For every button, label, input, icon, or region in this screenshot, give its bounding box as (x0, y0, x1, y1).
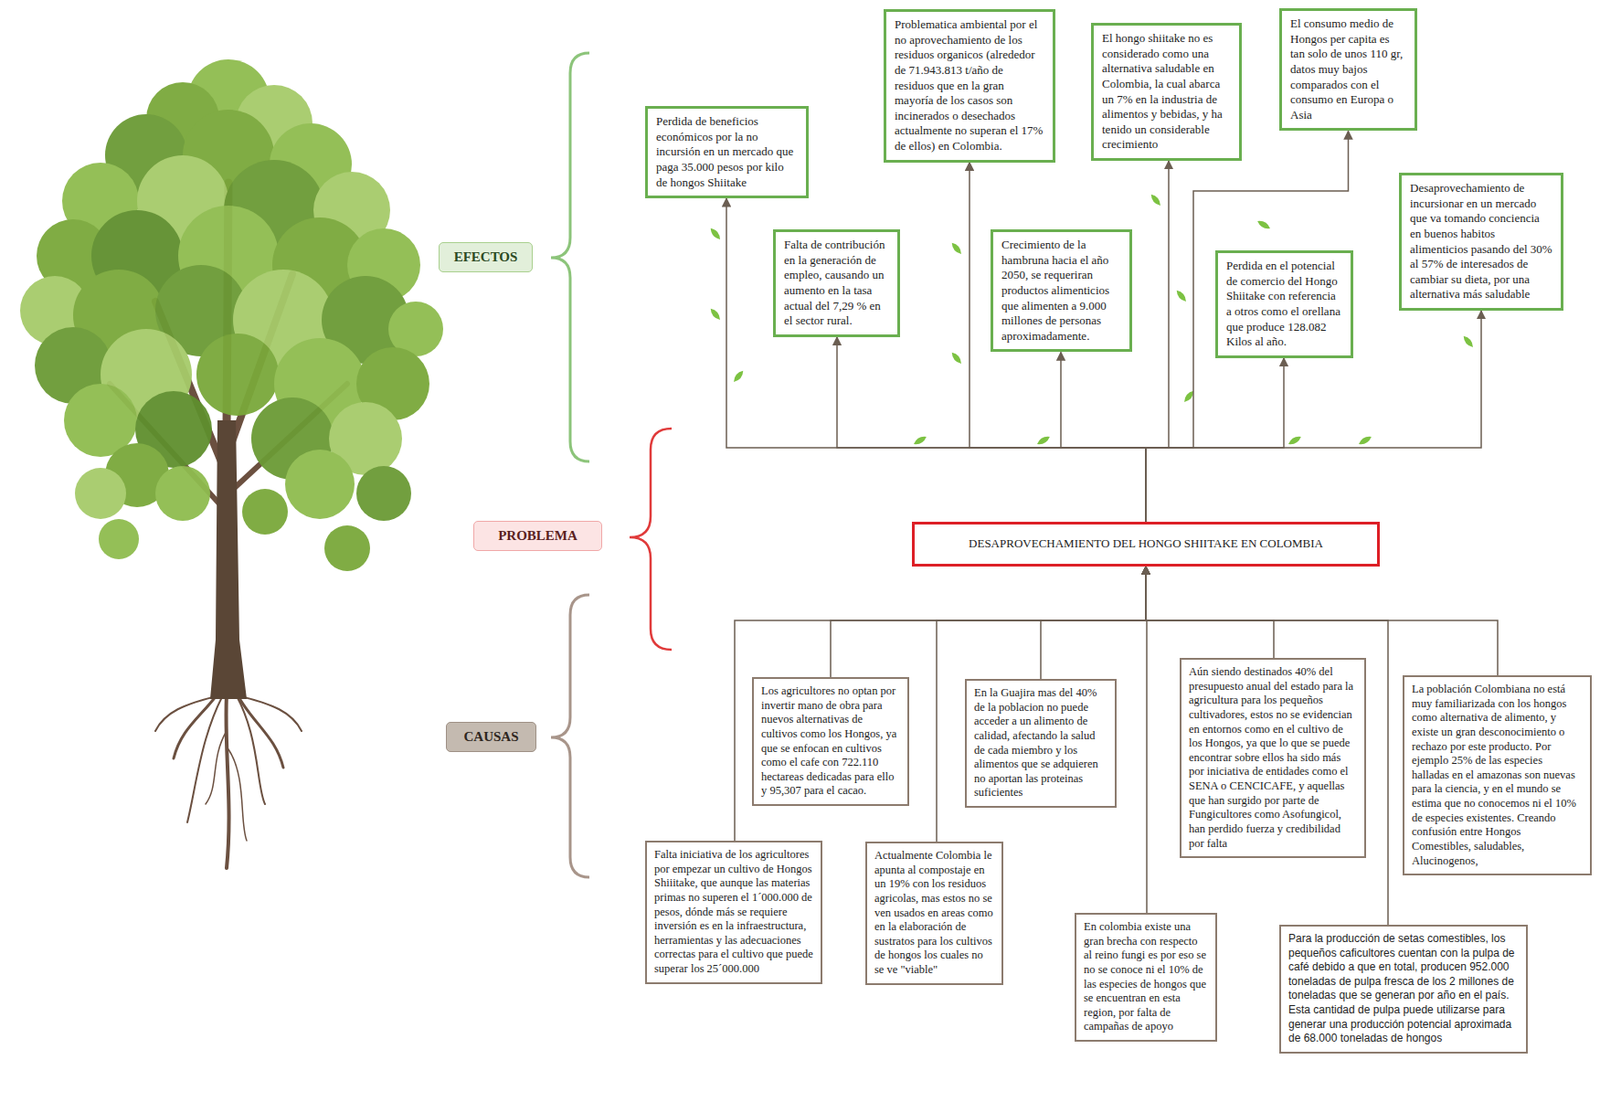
connector-arrow (726, 198, 1146, 522)
box-text: CAUSAS (452, 729, 530, 745)
effect-box: Desaprovechamiento de incursionar en un … (1398, 172, 1564, 311)
cause-box: En colombia existe una gran brecha con r… (1074, 912, 1218, 1042)
cause-box: Aún siendo destinados 40% del presupuest… (1179, 657, 1367, 859)
section-label: EFECTOS (438, 242, 533, 273)
box-text: Desaprovechamiento de incursionar en un … (1409, 180, 1553, 303)
connector-arrow (1145, 358, 1284, 522)
box-text: Actualmente Colombia le apunta al compos… (874, 848, 995, 978)
box-text: DESAPROVECHAMIENTO DEL HONGO SHIITAKE EN… (923, 536, 1368, 552)
cause-box: Actualmente Colombia le apunta al compos… (865, 841, 1004, 986)
effect-box: El hongo shiitake no es considerado como… (1091, 22, 1242, 161)
box-text: Problematica ambiental por el no aprovec… (894, 17, 1045, 155)
cause-box: En la Guajira mas del 40% de la poblacio… (964, 678, 1117, 808)
box-text: En colombia existe una gran brecha con r… (1083, 920, 1208, 1035)
cause-box: La población Colombiana no está muy fami… (1402, 675, 1592, 876)
effect-box: Falta de contribución en la generación d… (773, 229, 901, 338)
box-text: La población Colombiana no está muy fami… (1411, 682, 1583, 869)
effect-box: Problematica ambiental por el no aprovec… (883, 9, 1056, 163)
box-text: Falta iniciativa de los agricultores por… (654, 847, 814, 977)
connector-arrow (1060, 351, 1146, 522)
effects-bracket (550, 52, 590, 462)
connector-arrow (1145, 566, 1274, 658)
connector-arrow (1145, 160, 1169, 522)
section-label: PROBLEMA (473, 520, 603, 551)
connector-arrow (936, 566, 1146, 842)
effect-box: Crecimiento de la hambruna hacia el año … (990, 229, 1133, 352)
box-text: PROBLEMA (479, 528, 596, 544)
connector-arrow (969, 162, 1146, 522)
connector-arrow (830, 566, 1146, 678)
section-label: CAUSAS (445, 721, 537, 753)
box-text: El consumo medio de Hongos per capita es… (1290, 16, 1407, 123)
leaf-decorations (708, 192, 1475, 447)
connector-arrow (837, 337, 1146, 522)
box-text: EFECTOS (445, 249, 527, 265)
problem-box: DESAPROVECHAMIENTO DEL HONGO SHIITAKE EN… (911, 521, 1380, 567)
connector-arrow (1145, 130, 1349, 522)
box-text: El hongo shiitake no es considerado como… (1101, 31, 1231, 153)
cause-box: Falta iniciativa de los agricultores por… (645, 840, 823, 985)
box-text: Aún siendo destinados 40% del presupuest… (1188, 665, 1357, 851)
effect-box: Perdida de beneficios económicos por la … (645, 105, 809, 199)
box-text: Perdida de beneficios económicos por la … (656, 114, 798, 191)
cause-box: Los agricultores no optan por invertir m… (752, 677, 910, 806)
tree-illustration (0, 0, 457, 914)
effect-box: El consumo medio de Hongos per capita es… (1279, 8, 1418, 131)
causes-bracket (550, 594, 590, 878)
connector-arrow (1040, 566, 1146, 679)
box-text: En la Guajira mas del 40% de la poblacio… (974, 686, 1108, 801)
box-text: Los agricultores no optan por invertir m… (761, 684, 901, 799)
problem-bracket (629, 428, 672, 650)
box-text: Crecimiento de la hambruna hacia el año … (1001, 237, 1122, 344)
cause-box: Para la producción de setas comestibles,… (1279, 924, 1528, 1054)
box-text: Perdida en el potencial de comercio del … (1226, 258, 1343, 350)
connector-arrow (734, 566, 1146, 841)
effect-box: Perdida en el potencial de comercio del … (1215, 250, 1354, 359)
box-text: Para la producción de setas comestibles,… (1288, 932, 1519, 1047)
box-text: Falta de contribución en la generación d… (784, 237, 890, 329)
